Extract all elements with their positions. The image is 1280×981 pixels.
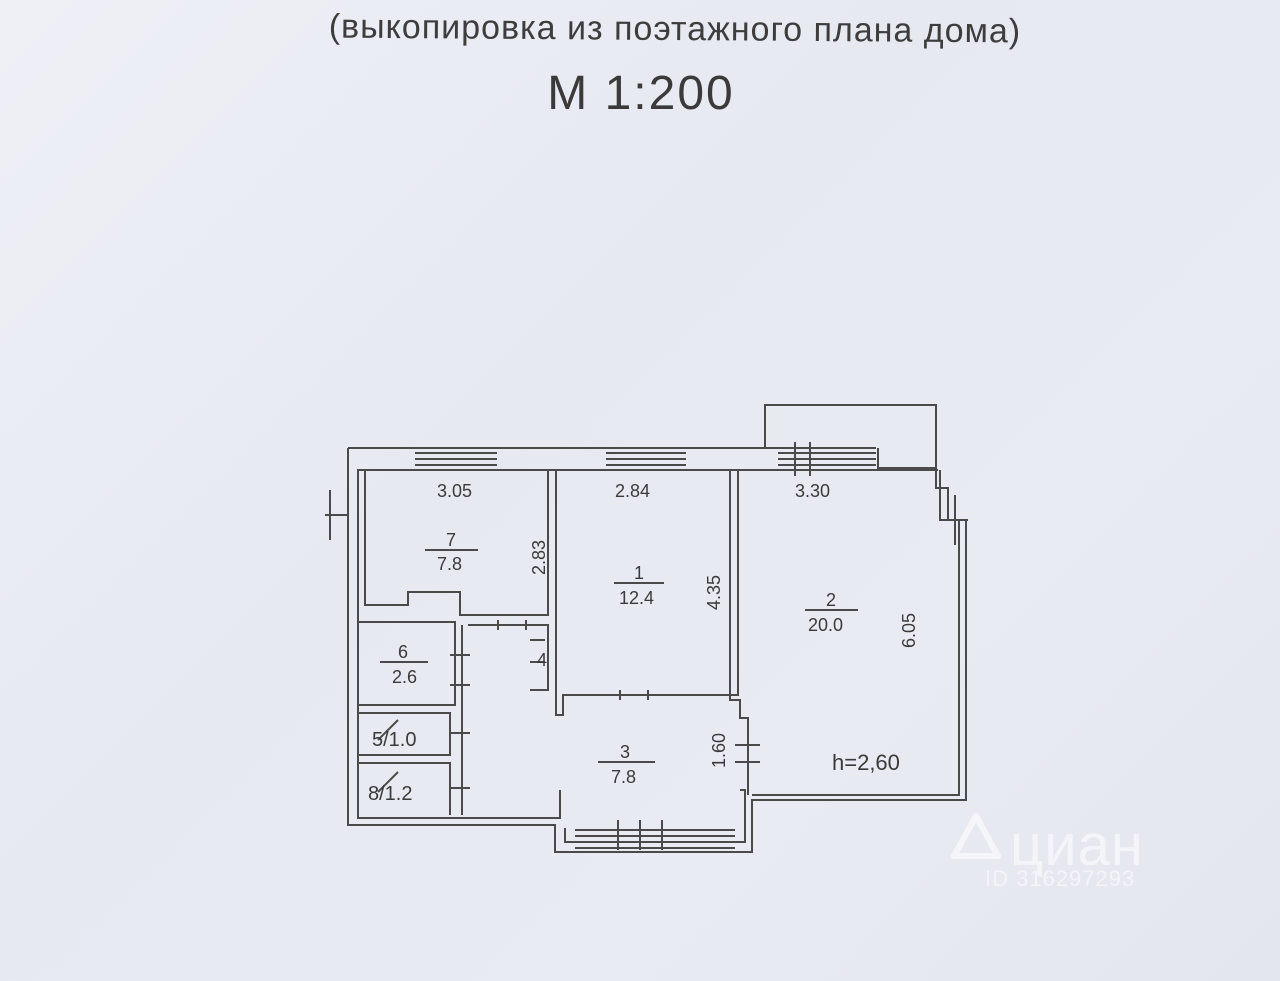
room-2-area: 20.0	[808, 615, 843, 635]
room-7-area: 7.8	[437, 554, 462, 574]
window-2	[606, 447, 686, 471]
room-2-walls	[729, 470, 749, 795]
fraction-lines	[377, 549, 858, 793]
cian-logo-icon	[951, 813, 1001, 859]
room-5-label: 5/1.0	[372, 729, 416, 751]
partition-7	[364, 470, 549, 616]
watermark-id: ID 316297293	[985, 866, 1136, 891]
window-1	[415, 447, 497, 471]
room-1-area: 12.4	[619, 588, 654, 608]
window-3	[778, 442, 876, 476]
width-room-7: 3.05	[437, 481, 472, 501]
room-8-label: 8/1.2	[368, 783, 412, 805]
wall-ticks-left	[325, 490, 348, 540]
height-closet: 4	[537, 650, 547, 670]
height-room-2: 6.05	[899, 613, 919, 648]
room-3-number: 3	[620, 742, 630, 762]
window-bottom	[575, 820, 735, 850]
balcony	[764, 404, 937, 468]
wall-ticks-right	[948, 495, 968, 545]
height-room-7: 2.83	[529, 540, 549, 575]
corridor-wall	[461, 624, 549, 815]
height-room-3: 1.60	[709, 733, 729, 768]
scale-label: М 1:200	[547, 67, 735, 120]
room-6-area: 2.6	[392, 667, 417, 687]
room-1-number: 1	[634, 563, 644, 583]
watermark-brand: циан	[1010, 813, 1144, 878]
inner-wall-left	[357, 469, 561, 819]
width-room-2: 3.30	[795, 481, 830, 501]
outer-wall	[347, 448, 967, 853]
ceiling-height: h=2,60	[832, 750, 900, 775]
door-ticks	[450, 620, 760, 789]
room-7-number: 7	[446, 530, 456, 550]
height-room-1: 4.35	[704, 575, 724, 610]
room-2-number: 2	[826, 590, 836, 610]
room-6-number: 6	[398, 642, 408, 662]
width-room-1: 2.84	[615, 481, 650, 501]
room-3-area: 7.8	[611, 767, 636, 787]
